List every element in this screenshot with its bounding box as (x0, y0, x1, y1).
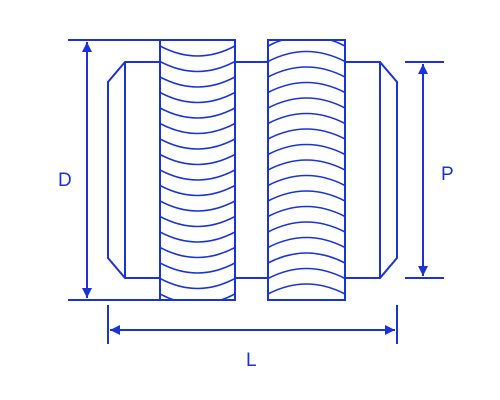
knurl-arc-right (268, 252, 345, 264)
knurl-arc-right (268, 112, 345, 125)
knurl-arc-left (160, 122, 235, 135)
knurl-arc-left (160, 200, 235, 212)
knurl-arc-right (268, 66, 345, 78)
shaft-outline (107, 61, 398, 279)
knurl-arc-right (268, 50, 345, 63)
left-knurl-band (159, 39, 236, 301)
knurl-arc-right (268, 221, 345, 233)
knurl-arc-left (160, 153, 235, 166)
dimension-d (68, 39, 160, 301)
knurl-arc-right (268, 143, 345, 156)
knurl-arc-left (160, 277, 235, 290)
knurl-arc-left (160, 246, 235, 259)
dimension-l-label: L (246, 350, 257, 371)
knurl-arc-left (160, 169, 235, 181)
right-knurl-band (267, 39, 346, 301)
knurl-arc-right (268, 283, 345, 295)
dimension-p-label: P (441, 164, 454, 185)
dimension-p (405, 61, 444, 279)
knurl-arc-right (268, 40, 345, 47)
knurl-arc-left (160, 76, 235, 88)
knurl-arc-left (160, 107, 235, 119)
dimension-d-label: D (58, 170, 72, 191)
knurl-arc-right (268, 267, 345, 280)
knurl-arc-right (268, 190, 345, 202)
knurl-arc-right (268, 97, 345, 109)
knurl-arc-left (160, 138, 235, 150)
knurl-arc-left (160, 231, 235, 243)
knurl-arc-left (160, 45, 235, 57)
knurl-arc-left (160, 293, 235, 300)
knurl-arc-right (268, 236, 345, 249)
knurl-arc-right (268, 128, 345, 140)
knurl-arc-left (160, 184, 235, 197)
knurl-arc-left (160, 262, 235, 274)
knurl-arc-left (160, 91, 235, 104)
knurl-arc-right (268, 174, 345, 187)
knurl-arc-left (160, 215, 235, 228)
knurl-arc-right (268, 205, 345, 218)
knurl-arc-left (160, 60, 235, 73)
knurl-arc-right (268, 81, 345, 94)
knurl-arc-right (268, 159, 345, 171)
dimension-l (107, 305, 398, 344)
